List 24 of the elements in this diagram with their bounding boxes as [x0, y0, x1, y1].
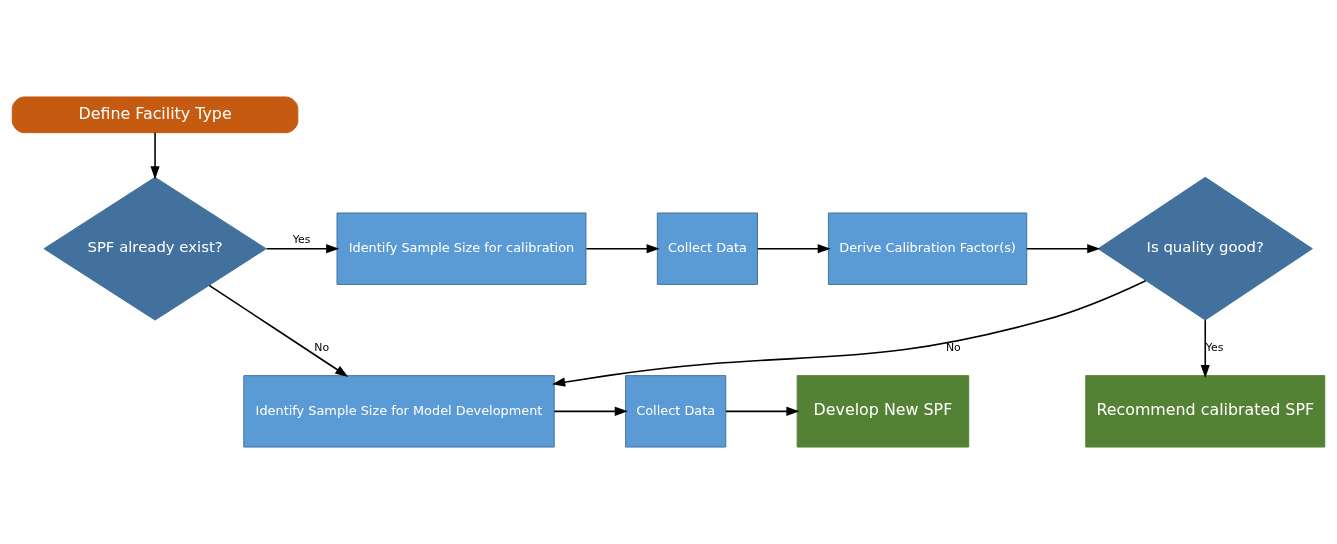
node-box: Recommend calibrated SPF	[1085, 375, 1326, 448]
arrow	[1200, 319, 1210, 379]
node-box: Collect Data	[625, 375, 727, 448]
node-diamond: Is quality good?	[1097, 176, 1313, 321]
node-box: Identify Sample Size for calibration	[336, 212, 587, 285]
node-box: Define Facility Type	[11, 96, 299, 134]
arrow	[150, 132, 160, 180]
arrow	[725, 406, 800, 416]
edge-label: No	[945, 340, 961, 354]
arrow	[585, 244, 660, 254]
node-box: Collect Data	[656, 212, 758, 285]
arrow	[756, 244, 831, 254]
node-diamond: SPF already exist?	[43, 176, 267, 321]
node-box: Derive Calibration Factor(s)	[827, 212, 1028, 285]
arrow	[553, 406, 628, 416]
node-box: Develop New SPF	[796, 375, 970, 448]
arrow	[208, 284, 349, 377]
arrow	[552, 279, 1147, 387]
edge-label: Yes	[292, 232, 311, 246]
node-box: Identify Sample Size for Model Development	[243, 375, 555, 448]
edge-label: No	[314, 340, 330, 354]
arrow	[265, 244, 340, 254]
arrow	[1026, 244, 1101, 254]
edge-label: Yes	[1205, 340, 1224, 354]
